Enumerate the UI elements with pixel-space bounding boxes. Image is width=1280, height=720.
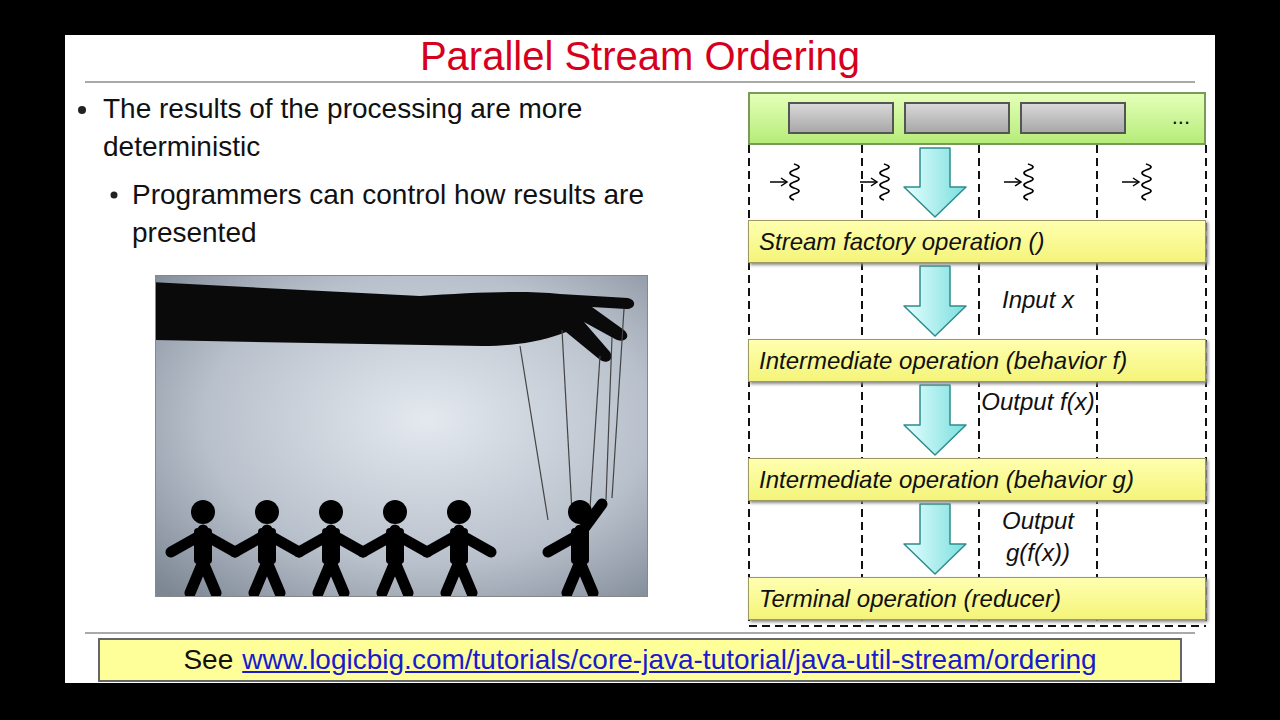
title-rule: [85, 82, 1195, 83]
slide-title: Parallel Stream Ordering: [65, 34, 1215, 79]
operation-band: Intermediate operation (behavior f): [748, 339, 1206, 382]
operation-name: Intermediate operation (behavior f): [759, 347, 1127, 375]
stream-source-bar: ...: [748, 92, 1206, 145]
thread-columns: [749, 145, 1206, 626]
see-text: See: [183, 644, 233, 676]
url-link: www.logicbig.com/tutorials/core-java-tut…: [242, 644, 1096, 676]
sub-bullet-text: Programmers can control how results are …: [132, 176, 702, 252]
person-figure: [548, 500, 602, 593]
person-figure: [427, 500, 491, 593]
stream-element: [904, 102, 1010, 134]
data-label: Input x: [981, 284, 1095, 316]
bullet-dot: [78, 106, 86, 114]
flow-arrow: [904, 504, 966, 574]
operation-name: Intermediate operation (behavior g): [759, 466, 1134, 494]
data-label: Output f(x): [981, 386, 1095, 418]
bullet-dot: [111, 192, 118, 199]
person-figure: [363, 500, 427, 593]
stream-element: [1020, 102, 1126, 134]
operation-band: Terminal operation (reducer): [748, 577, 1206, 620]
footer-rule: [85, 633, 1195, 634]
stream-element: [788, 102, 894, 134]
operation-band: Stream factory operation (): [748, 220, 1206, 263]
bullet-text: The results of the processing are more d…: [103, 90, 703, 166]
ellipsis-text: ...: [1172, 104, 1190, 130]
person-figure: [235, 500, 299, 593]
person-figure: [171, 500, 235, 593]
thread-icons: [770, 164, 1151, 200]
data-label: Output g(f(x)): [981, 505, 1095, 570]
operation-name: Stream factory operation (): [759, 228, 1044, 256]
flow-arrow: [904, 266, 966, 336]
flow-arrow: [904, 148, 966, 217]
reference-box: See www.logicbig.com/tutorials/core-java-…: [98, 638, 1182, 682]
flow-arrow: [904, 385, 966, 455]
operation-name: Terminal operation (reducer): [759, 585, 1061, 613]
puppet-illustration: [155, 275, 648, 597]
person-figure: [299, 500, 363, 593]
operation-band: Intermediate operation (behavior g): [748, 458, 1206, 501]
